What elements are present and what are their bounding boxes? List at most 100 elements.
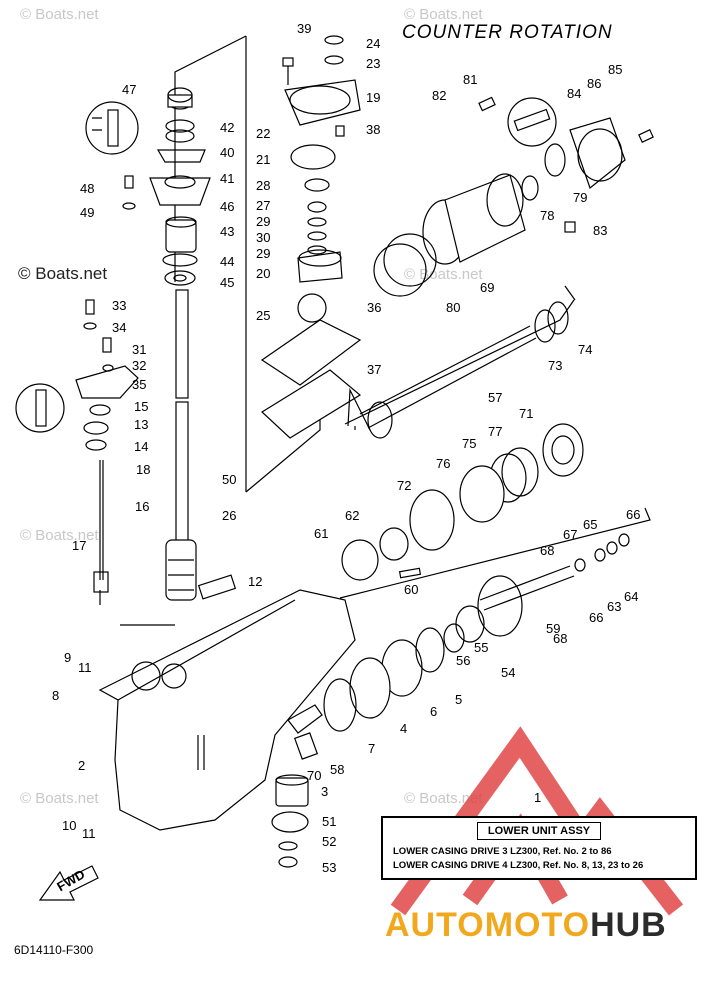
callout: 21 <box>256 152 270 167</box>
callout: 6 <box>430 704 437 719</box>
watermark-main: © Boats.net <box>18 264 108 283</box>
callout: 48 <box>80 181 94 196</box>
callout: 46 <box>220 199 234 214</box>
callout: 5 <box>455 692 462 707</box>
callout: 23 <box>366 56 380 71</box>
callout: 64 <box>624 589 638 604</box>
callout: 71 <box>519 406 533 421</box>
callout: 18 <box>136 462 150 477</box>
callout: 54 <box>501 665 515 680</box>
watermark: © Boats.net <box>20 6 99 23</box>
callout: 41 <box>220 171 234 186</box>
callout: 58 <box>330 762 344 777</box>
brand-part-1: AUTOMOTO <box>385 906 591 944</box>
callout: 33 <box>112 298 126 313</box>
callout: 72 <box>397 478 411 493</box>
callout: 76 <box>436 456 450 471</box>
callout: 75 <box>462 436 476 451</box>
callout: 28 <box>256 178 270 193</box>
callout: 61 <box>314 526 328 541</box>
callout: 49 <box>80 205 94 220</box>
callout: 45 <box>220 275 234 290</box>
callout: 56 <box>456 653 470 668</box>
callout: 63 <box>607 599 621 614</box>
callout: 68 <box>540 543 554 558</box>
callout: 7 <box>368 741 375 756</box>
callout: 29 <box>256 214 270 229</box>
callout: 11 <box>82 826 96 841</box>
diagram-title: COUNTER ROTATION <box>402 22 613 43</box>
info-box: LOWER UNIT ASSY LOWER CASING DRIVE 3 LZ3… <box>381 816 697 880</box>
callout: 67 <box>563 527 577 542</box>
callout: 30 <box>256 230 270 245</box>
callout: 53 <box>322 860 336 875</box>
callout: 31 <box>132 342 146 357</box>
callout: 27 <box>256 198 270 213</box>
callout: 37 <box>367 362 381 377</box>
brand-part-2: HUB <box>590 906 667 944</box>
callout: 57 <box>488 390 502 405</box>
callout: 29 <box>256 246 270 261</box>
callout: 66 <box>589 610 603 625</box>
callout: 55 <box>474 640 488 655</box>
callout: 25 <box>256 308 270 323</box>
callout: 79 <box>573 190 587 205</box>
info-line-2: LOWER CASING DRIVE 4 LZ300, Ref. No. 8, … <box>393 860 644 871</box>
callout: 9 <box>64 650 71 665</box>
callout: 47 <box>122 82 136 97</box>
callout: 3 <box>321 784 328 799</box>
watermark: © Boats.net <box>404 266 483 283</box>
callout: 2 <box>78 758 85 773</box>
callout: 26 <box>222 508 236 523</box>
callout: 68 <box>553 631 567 646</box>
watermark: © Boats.net <box>20 527 99 544</box>
callout: 70 <box>307 768 321 783</box>
callout: 36 <box>367 300 381 315</box>
watermark: © Boats.net <box>404 790 483 807</box>
callout: 73 <box>548 358 562 373</box>
callout: 83 <box>593 223 607 238</box>
callout: 84 <box>567 86 581 101</box>
callout: 17 <box>72 538 86 553</box>
info-heading: LOWER UNIT ASSY <box>476 822 602 840</box>
callout: 81 <box>463 72 477 87</box>
callout: 24 <box>366 36 380 51</box>
callout: 38 <box>366 122 380 137</box>
callout: 60 <box>404 582 418 597</box>
callout: 85 <box>608 62 622 77</box>
watermark: © Boats.net <box>404 6 483 23</box>
callout: 43 <box>220 224 234 239</box>
brand-logo: AUTOMOTOHUB <box>385 906 667 945</box>
callout: 20 <box>256 266 270 281</box>
info-ref-number: 1 <box>534 790 542 805</box>
callout: 40 <box>220 145 234 160</box>
callout: 14 <box>134 439 148 454</box>
callout: 82 <box>432 88 446 103</box>
callout: 13 <box>134 417 148 432</box>
callout: 19 <box>366 90 380 105</box>
watermark: © Boats.net <box>20 790 99 807</box>
callout: 44 <box>220 254 234 269</box>
callout: 77 <box>488 424 502 439</box>
callout: 35 <box>132 377 146 392</box>
callout: 62 <box>345 508 359 523</box>
callout: 10 <box>62 818 76 833</box>
callout: 8 <box>52 688 59 703</box>
callout: 52 <box>322 834 336 849</box>
callout: 11 <box>78 660 92 675</box>
callout: 42 <box>220 120 234 135</box>
callout: 22 <box>256 126 270 141</box>
callout: 32 <box>132 358 146 373</box>
callout: 50 <box>222 472 236 487</box>
callout: 51 <box>322 814 336 829</box>
callout: 74 <box>578 342 592 357</box>
callout-numbers: 2 3 4 5 6 7 8 9 10 11 11 12 13 14 15 16 … <box>52 21 640 875</box>
callout: 12 <box>248 574 262 589</box>
drawing-code: 6D14110-F300 <box>14 943 94 957</box>
callout: 34 <box>112 320 126 335</box>
info-line-1: LOWER CASING DRIVE 3 LZ300, Ref. No. 2 t… <box>393 846 612 857</box>
callout: 4 <box>400 721 407 736</box>
callout: 15 <box>134 399 148 414</box>
